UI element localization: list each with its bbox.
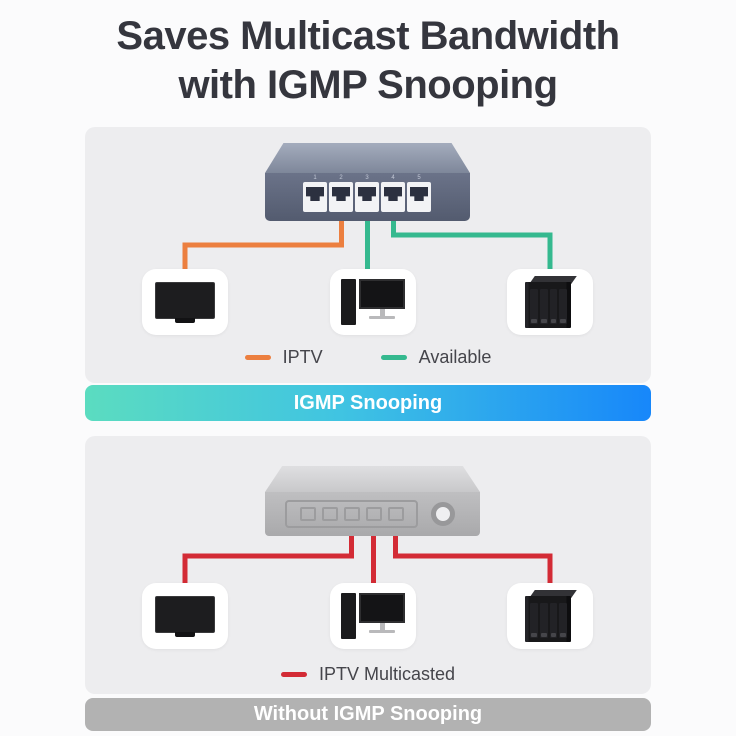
device-card-nas (507, 269, 593, 335)
tv-icon (155, 595, 215, 637)
iptv-line (182, 221, 344, 277)
port-icon (387, 507, 404, 521)
title-line-2: with IGMP Snooping (178, 63, 558, 107)
multicast-legend-dash-icon (280, 672, 307, 677)
available-legend-label: Available (418, 347, 492, 367)
title-line-1: Saves Multicast Bandwidth (116, 14, 620, 58)
bay-handle (560, 319, 566, 323)
rj45-port-icon (355, 182, 379, 212)
switch-knob-icon (431, 502, 455, 526)
drive-bay (530, 603, 538, 638)
tv-screen (155, 281, 215, 319)
igmp-snooping-banner: IGMP Snooping (85, 385, 651, 421)
pc-tower (341, 279, 356, 325)
switch-port-row (303, 182, 431, 212)
pc-monitor-base (369, 630, 395, 633)
rj45-port-icon (329, 182, 353, 212)
port-icon (321, 507, 338, 521)
device-card-tv (142, 583, 228, 649)
pc-monitor-group (359, 279, 405, 319)
network-switch-bottom (265, 466, 480, 536)
desktop-computer-icon (341, 279, 405, 325)
bay-handle (540, 319, 547, 323)
device-card-computer (330, 269, 416, 335)
without-banner-label: Without IGMP Snooping (253, 703, 483, 725)
multicast-legend: IPTV Multicasted (85, 664, 651, 685)
rj45-jack (332, 187, 350, 201)
port-number: 1 (313, 175, 317, 181)
tv-screen (155, 595, 215, 633)
bay-handle (550, 633, 557, 637)
without-igmp-banner: Without IGMP Snooping (85, 698, 651, 731)
pc-monitor-group (359, 593, 405, 633)
switch-front-face (265, 492, 480, 536)
page-title: Saves Multicast Bandwidth with IGMP Snoo… (0, 12, 736, 110)
drive-bay (559, 603, 567, 638)
port-number: 4 (391, 175, 395, 181)
pc-tower (341, 593, 356, 639)
device-card-nas (507, 583, 593, 649)
drive-bay (530, 289, 538, 324)
switch-top-face (265, 466, 480, 492)
device-card-computer (330, 583, 416, 649)
drive-bay (549, 289, 558, 324)
switch-port-numbers: 1 2 3 4 5 (303, 175, 432, 181)
pc-monitor-base (369, 316, 395, 319)
nas-storage-icon (525, 590, 577, 642)
igmp-legend: IPTV Available (85, 347, 651, 368)
pc-monitor-neck (379, 623, 385, 630)
rj45-jack (410, 187, 428, 201)
desktop-computer-icon (341, 593, 405, 639)
pc-monitor (359, 593, 405, 623)
igmp-connection-lines (182, 221, 553, 277)
igmp-banner-label: IGMP Snooping (293, 391, 443, 414)
port-icon (343, 507, 360, 521)
bay-handle (531, 633, 537, 637)
rj45-jack (306, 187, 324, 201)
switch-port-panel (285, 500, 418, 528)
port-number: 2 (339, 175, 343, 181)
drive-bay (539, 289, 548, 324)
pc-monitor (359, 279, 405, 309)
bay-handle (540, 633, 547, 637)
tv-stand (175, 317, 195, 323)
pc-monitor-neck (379, 309, 385, 316)
port-number: 5 (417, 175, 421, 181)
available-legend-dash-icon (380, 355, 407, 360)
tv-stand (175, 631, 195, 637)
iptv-legend-label: IPTV (282, 347, 323, 367)
drive-bay (539, 603, 548, 638)
rj45-port-icon (381, 182, 405, 212)
multicast-line-3 (393, 536, 553, 591)
without-igmp-diagram-panel: IPTV Multicasted (85, 436, 651, 694)
multicast-connection-lines (182, 536, 553, 591)
port-number: 3 (365, 175, 369, 181)
iptv-legend-dash-icon (244, 355, 271, 360)
port-icon (365, 507, 382, 521)
bay-handle (560, 633, 566, 637)
rj45-jack (358, 187, 376, 201)
rj45-jack (384, 187, 402, 201)
port-icon (299, 507, 316, 521)
multicast-legend-label: IPTV Multicasted (318, 664, 456, 684)
igmp-snooping-diagram-panel: 1 2 3 4 5 (85, 127, 651, 383)
nas-storage-icon (525, 276, 577, 328)
network-switch-top: 1 2 3 4 5 (265, 143, 470, 221)
bay-handle (550, 319, 557, 323)
nas-drive-bays (530, 289, 567, 324)
nas-drive-bays (530, 603, 567, 638)
tv-icon (155, 281, 215, 323)
device-card-tv (142, 269, 228, 335)
bay-handle (531, 319, 537, 323)
rj45-port-icon (407, 182, 431, 212)
multicast-line-1 (182, 536, 354, 591)
drive-bay (549, 603, 558, 638)
drive-bay (559, 289, 567, 324)
available-line-2 (391, 221, 553, 277)
switch-top-face (265, 143, 470, 173)
rj45-port-icon (303, 182, 327, 212)
